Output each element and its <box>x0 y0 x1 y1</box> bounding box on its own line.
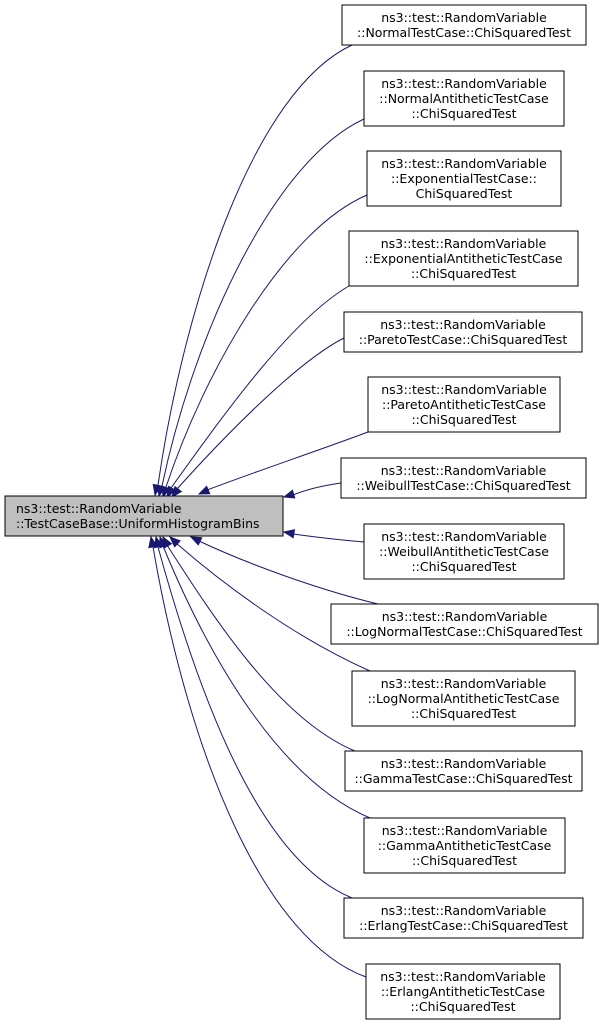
node-label-line: ::ExponentialTestCase:: <box>391 171 537 186</box>
caller-node-box <box>344 750 583 792</box>
node-label-line: ::LogNormalTestCase::ChiSquaredTest <box>346 624 582 639</box>
caller-node-box <box>351 670 576 727</box>
node-label-line: ::ChiSquaredTest <box>411 412 516 427</box>
nodes-layer: ns3::test::RandomVariable::TestCaseBase:… <box>4 4 599 1020</box>
node-label-line: ::ChiSquaredTest <box>412 853 517 868</box>
node-label-line: ns3::test::RandomVariable <box>381 529 547 544</box>
call-edge <box>175 542 371 672</box>
node-label-line: ::ExponentialAntitheticTestCase <box>364 251 562 266</box>
node-label-line: ns3::test::RandomVariable <box>381 676 547 691</box>
caller-node-chi-squared-test[interactable]: ns3::test::RandomVariable::NormalTestCas… <box>341 4 587 46</box>
node-label-line: ::LogNormalAntitheticTestCase <box>368 691 560 706</box>
caller-node-box <box>340 457 587 499</box>
node-label-line: ::ParetoAntitheticTestCase <box>382 397 546 412</box>
call-edge <box>198 540 379 605</box>
arrow-head <box>282 529 296 539</box>
node-label-line: ns3::test::RandomVariable <box>16 501 182 516</box>
caller-node-chi-squared-test[interactable]: ns3::test::RandomVariable::WeibullAntith… <box>363 523 565 580</box>
caller-node-box <box>343 897 584 939</box>
node-label-line: ::WeibullAntitheticTestCase <box>379 544 549 559</box>
node-label-line: ChiSquaredTest <box>416 186 513 201</box>
caller-node-box <box>363 523 565 580</box>
node-label-line: ::NormalAntitheticTestCase <box>379 91 549 106</box>
call-edge <box>176 337 345 490</box>
node-label-line: ns3::test::RandomVariable <box>381 903 547 918</box>
call-edge <box>292 533 365 543</box>
caller-node-chi-squared-test[interactable]: ns3::test::RandomVariable::WeibullTestCa… <box>340 457 587 499</box>
arrow-head <box>189 536 203 546</box>
node-label-line: ns3::test::RandomVariable <box>381 156 547 171</box>
caller-node-box <box>366 150 562 207</box>
node-label-line: ns3::test::RandomVariable <box>381 463 547 478</box>
caller-node-chi-squared-test[interactable]: ns3::test::RandomVariable::ErlangAntithe… <box>365 963 561 1020</box>
call-edge <box>166 544 356 752</box>
arrow-head <box>166 485 177 499</box>
edges-layer <box>148 44 379 978</box>
node-label-line: ::ParetoTestCase::ChiSquaredTest <box>359 332 568 347</box>
arrow-head <box>169 536 181 548</box>
caller-node-chi-squared-test[interactable]: ns3::test::RandomVariable::ErlangTestCas… <box>343 897 584 939</box>
caller-node-chi-squared-test[interactable]: ns3::test::RandomVariable::LogNormalTest… <box>330 603 599 645</box>
node-label-line: ::GammaAntitheticTestCase <box>378 838 552 853</box>
caller-node-chi-squared-test[interactable]: ns3::test::RandomVariable::GammaTestCase… <box>344 750 583 792</box>
caller-node-chi-squared-test[interactable]: ns3::test::RandomVariable::NormalAntithe… <box>363 70 565 127</box>
call-edge <box>206 431 369 491</box>
node-label-line: ::GammaTestCase::ChiSquaredTest <box>354 771 572 786</box>
node-label-line: ::ChiSquaredTest <box>411 106 516 121</box>
call-edge <box>170 285 350 489</box>
node-label-line: ::ErlangAntitheticTestCase <box>381 984 546 999</box>
node-label-line: ns3::test::RandomVariable <box>381 382 547 397</box>
caller-node-box <box>343 311 583 353</box>
arrow-head <box>148 535 158 549</box>
node-label-line: ::ErlangTestCase::ChiSquaredTest <box>359 918 568 933</box>
caller-node-box <box>363 70 565 127</box>
node-label-line: ns3::test::RandomVariable <box>381 236 547 251</box>
call-edge <box>161 118 365 487</box>
node-label-line: ns3::test::RandomVariable <box>381 10 547 25</box>
caller-node-chi-squared-test[interactable]: ns3::test::RandomVariable::ParetoAntithe… <box>367 376 561 433</box>
call-edge <box>152 546 367 978</box>
caller-node-box <box>330 603 599 645</box>
node-label-line: ::ChiSquaredTest <box>411 706 516 721</box>
caller-node-box <box>348 230 579 287</box>
node-label-line: ns3::test::RandomVariable <box>381 756 547 771</box>
caller-node-box <box>341 4 587 46</box>
arrow-head <box>197 485 211 495</box>
call-edge <box>162 545 371 819</box>
node-label-line: ::ChiSquaredTest <box>410 999 515 1014</box>
node-label-line: ::WeibullTestCase::ChiSquaredTest <box>356 478 570 493</box>
caller-node-chi-squared-test[interactable]: ns3::test::RandomVariable::GammaAntithet… <box>363 817 566 874</box>
node-label-line: ns3::test::RandomVariable <box>382 823 548 838</box>
caller-node-chi-squared-test[interactable]: ns3::test::RandomVariable::LogNormalAnti… <box>351 670 576 727</box>
node-label-line: ::TestCaseBase::UniformHistogramBins <box>16 516 260 531</box>
call-edge <box>157 546 353 899</box>
node-label-line: ::ChiSquaredTest <box>411 266 516 281</box>
caller-node-chi-squared-test[interactable]: ns3::test::RandomVariable::ExponentialTe… <box>366 150 562 207</box>
caller-node-chi-squared-test[interactable]: ns3::test::RandomVariable::ParetoTestCas… <box>343 311 583 353</box>
arrow-head <box>171 485 183 499</box>
caller-node-box <box>367 376 561 433</box>
root-node-box <box>4 495 284 537</box>
call-edge <box>157 44 353 486</box>
node-label-line: ns3::test::RandomVariable <box>380 969 546 984</box>
node-label-line: ns3::test::RandomVariable <box>382 609 548 624</box>
call-edge <box>292 482 342 496</box>
caller-node-chi-squared-test[interactable]: ns3::test::RandomVariable::ExponentialAn… <box>348 230 579 287</box>
node-label-line: ::ChiSquaredTest <box>411 559 516 574</box>
call-edge <box>165 194 368 488</box>
caller-node-box <box>363 817 566 874</box>
root-node-uniform-histogram-bins[interactable]: ns3::test::RandomVariable::TestCaseBase:… <box>4 495 284 537</box>
node-label-line: ns3::test::RandomVariable <box>380 317 546 332</box>
caller-node-box <box>365 963 561 1020</box>
node-label-line: ns3::test::RandomVariable <box>381 76 547 91</box>
node-label-line: ::NormalTestCase::ChiSquaredTest <box>357 25 571 40</box>
arrow-head <box>282 489 296 499</box>
